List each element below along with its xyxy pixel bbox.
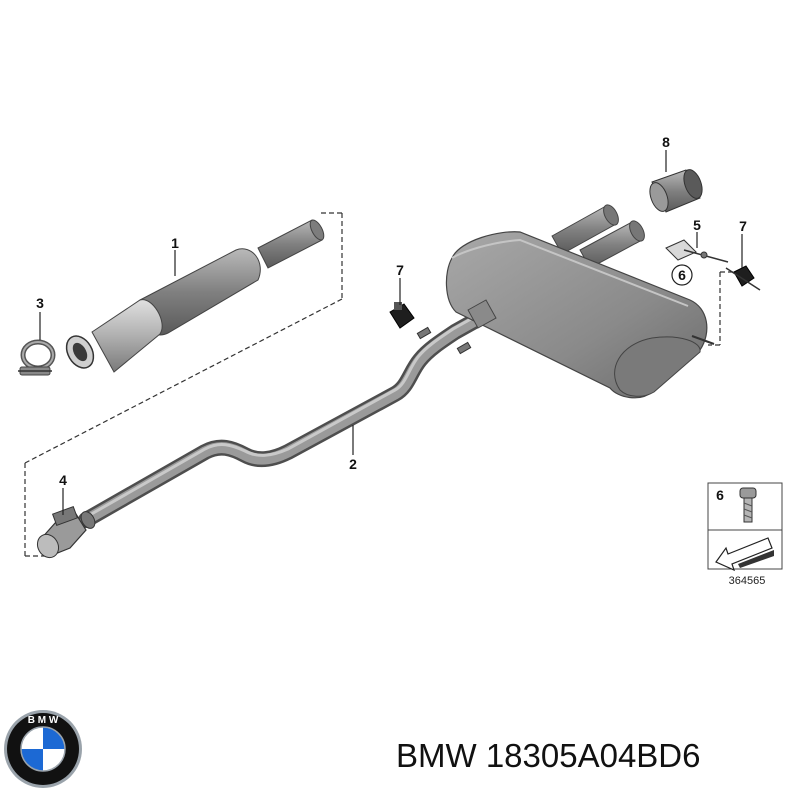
part-5-bracket	[665, 239, 729, 263]
part-number-caption: BMW 18305A04BD6	[396, 737, 701, 774]
legend-box-part-6: 6	[707, 482, 783, 572]
callout-5: 5	[693, 217, 701, 233]
part-1-front-pipe-catalyst	[65, 219, 325, 373]
callout-2: 2	[349, 456, 357, 472]
part-7-rubber-mount-right	[725, 265, 761, 291]
part-2-center-pipe	[78, 310, 488, 529]
direction-arrow-icon	[715, 537, 774, 572]
part-7-rubber-mount-left	[389, 302, 415, 329]
legend-code: 364565	[729, 575, 766, 587]
dashed-bracket-left	[24, 212, 343, 557]
dashed-bracket-right	[708, 271, 735, 346]
callout-7-left: 7	[396, 262, 404, 278]
callout-7-right: 7	[739, 218, 747, 234]
callout-1: 1	[171, 235, 179, 251]
callout-4: 4	[59, 472, 67, 488]
bolt-icon	[739, 487, 757, 523]
part-8-tail-trim	[649, 169, 703, 213]
callout-6-circled: 6	[671, 264, 693, 286]
leader-lines	[39, 150, 743, 515]
legend-callout-6: 6	[716, 487, 724, 503]
logo-lettering: B M W	[28, 715, 59, 726]
part-3-clamp	[18, 339, 56, 376]
callout-3: 3	[36, 295, 44, 311]
part-4-clamp	[36, 505, 87, 559]
callout-6: 6	[678, 267, 686, 283]
rear-muffler	[445, 204, 715, 399]
bmw-roundel-icon: B M W	[4, 710, 82, 788]
callouts: 1 2 3 4 5 7 7 8	[36, 134, 747, 488]
callout-8: 8	[662, 134, 670, 150]
